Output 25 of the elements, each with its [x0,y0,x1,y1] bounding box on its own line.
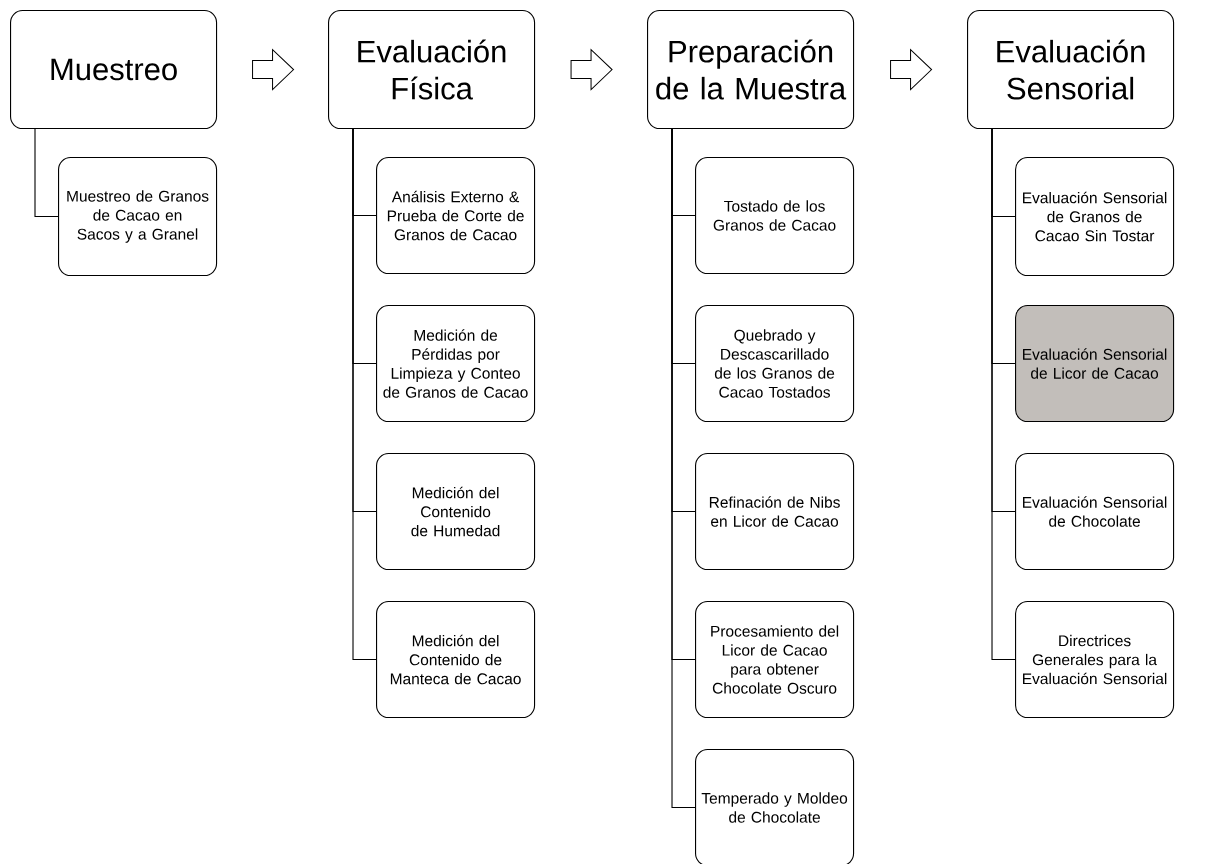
step-box: Medición de Pérdidas por Limpieza y Conteo de Granos de Cacao [376,305,536,423]
step-box: Directrices Generales para la Evaluación Sensorial [1015,601,1175,719]
step-box: Evaluación Sensorial de Chocolate [1015,453,1175,571]
step-box: Tostado de los Granos de Cacao [695,157,855,275]
step-box: Procesamiento del Licor de Cacao para obtener Chocolate Oscuro [695,601,855,719]
connector-line [34,128,59,218]
connector-line [352,128,377,661]
step-box: Muestreo de Granos de Cacao en Sacos y a Granel [58,157,218,277]
connector-line [991,128,1016,661]
connector-line [671,128,696,809]
block-arrow [890,49,933,91]
step-box: Medición del Contenido de Humedad [376,453,536,571]
step-box: Refinación de Nibs en Licor de Cacao [695,453,855,571]
step-box: Evaluación Sensorial de Granos de Cacao Sin Tostar [1015,157,1175,277]
step-box: Quebrado y Descascarillado de los Granos de Cacao Tostados [695,305,855,423]
step-box: Medición del Contenido de Manteca de Cacao [376,601,536,719]
block-arrow [570,49,613,91]
step-box: Evaluación Sensorial de Licor de Cacao [1015,305,1175,423]
step-box: Análisis Externo & Prueba de Corte de Granos de Cacao [376,157,536,275]
stage-box: Evaluación Física [328,10,536,130]
stage-box: Muestreo [10,10,218,130]
stage-box: Preparación de la Muestra [647,10,855,130]
step-box: Temperado y Moldeo de Chocolate [695,749,855,864]
block-arrow [252,49,295,91]
stage-box: Evaluación Sensorial [967,10,1175,130]
